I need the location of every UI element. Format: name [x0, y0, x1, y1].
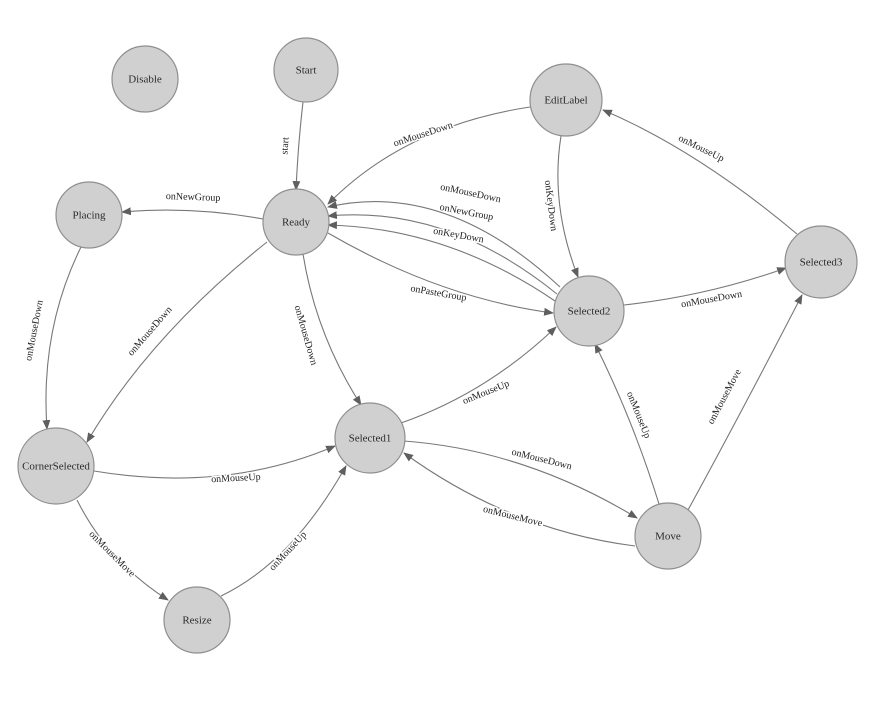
state-label-Selected3: Selected3	[800, 257, 843, 269]
transition-label-Ready-Placing: onNewGroup	[166, 191, 221, 204]
transition-label-Selected2-Ready: onNewGroup	[439, 202, 495, 223]
state-circle-Selected2[interactable]	[553, 275, 625, 347]
transition-Selected2-Selected3	[623, 267, 787, 306]
state-label-CornerSelected: CornerSelected	[22, 461, 90, 473]
transition-Placing-CornerSelected	[42, 246, 82, 430]
state-circle-CornerSelected[interactable]	[17, 427, 95, 505]
state-label-Placing: Placing	[73, 210, 106, 222]
state-node-Selected1[interactable]: Selected1	[334, 402, 406, 474]
transition-EditLabel-Ready	[327, 106, 531, 205]
state-circle-Selected3[interactable]	[784, 225, 858, 299]
transition-Selected1-Selected2	[400, 326, 557, 424]
transition-label-Move-Selected2: onMouseUp	[624, 390, 653, 440]
transition-label-EditLabel-Selected2: onKeyDown	[542, 180, 559, 232]
state-node-CornerSelected[interactable]: CornerSelected	[17, 427, 95, 505]
transition-Selected3-EditLabel	[602, 109, 798, 235]
state-label-Move: Move	[655, 531, 681, 543]
state-circle-Ready[interactable]	[262, 188, 330, 256]
transition-label-Ready-Selected1: onMouseDown	[292, 304, 320, 366]
transition-label-Ready-CornerSelected: onMouseDown	[126, 304, 175, 358]
transition-label-Resize-Selected1: onMouseUp	[267, 529, 309, 573]
transition-label-Move-Selected1: onMouseMove	[482, 504, 544, 529]
transition-EditLabel-Selected2	[557, 135, 579, 278]
state-circle-Placing[interactable]	[55, 181, 123, 249]
state-node-Move[interactable]: Move	[634, 502, 702, 570]
state-node-Selected3[interactable]: Selected3	[784, 225, 858, 299]
transition-label-Selected3-EditLabel: onMouseUp	[676, 133, 725, 165]
transition-Ready-CornerSelected	[86, 241, 268, 443]
transition-label-Selected1-Move: onMouseDown	[510, 447, 573, 473]
transition-label-Start-Ready: start	[279, 137, 291, 155]
transition-label-Selected2-Selected3: onMouseDown	[680, 289, 743, 311]
state-node-Disable[interactable]: Disable	[111, 45, 179, 113]
state-circle-Selected1[interactable]	[334, 402, 406, 474]
transition-CornerSelected-Resize	[76, 499, 169, 601]
transition-label-CornerSelected-Resize: onMouseMove	[86, 529, 137, 580]
transition-Ready-Selected2	[327, 232, 554, 316]
transition-Selected1-Move	[403, 440, 638, 519]
transition-Start-Ready	[292, 101, 304, 191]
state-circle-Move[interactable]	[634, 502, 702, 570]
state-node-Start[interactable]: Start	[273, 37, 339, 103]
state-node-Ready[interactable]: Ready	[262, 188, 330, 256]
transition-label-Ready-Selected2: onPasteGroup	[410, 283, 468, 304]
transition-Resize-Selected1	[220, 465, 347, 597]
state-circle-Disable[interactable]	[111, 45, 179, 113]
transition-label-CornerSelected-Selected1: onMouseUp	[211, 472, 261, 486]
state-node-Placing[interactable]: Placing	[55, 181, 123, 249]
transition-Move-Selected3	[687, 294, 803, 511]
state-circle-Start[interactable]	[273, 37, 339, 103]
transition-label-Selected2-Ready: onKeyDown	[432, 226, 484, 246]
state-node-EditLabel[interactable]: EditLabel	[529, 63, 603, 137]
state-label-Disable: Disable	[128, 74, 162, 86]
state-label-Selected1: Selected1	[349, 433, 392, 445]
state-label-Ready: Ready	[282, 217, 311, 229]
transition-Move-Selected1	[403, 452, 636, 547]
state-circle-Resize[interactable]	[163, 586, 231, 654]
state-node-Selected2[interactable]: Selected2	[553, 275, 625, 347]
transition-Move-Selected2	[594, 343, 660, 505]
state-label-Selected2: Selected2	[568, 306, 611, 318]
transition-CornerSelected-Selected1	[93, 445, 336, 479]
state-label-Start: Start	[296, 65, 317, 77]
transition-label-Selected2-Ready: onMouseDown	[439, 182, 502, 206]
state-circle-EditLabel[interactable]	[529, 63, 603, 137]
transition-label-EditLabel-Ready: onMouseDown	[392, 120, 454, 150]
state-node-Resize[interactable]: Resize	[163, 586, 231, 654]
transition-Ready-Placing	[121, 207, 264, 220]
state-label-Resize: Resize	[182, 615, 211, 627]
transition-label-Placing-CornerSelected: onMouseDown	[23, 299, 46, 362]
transition-Selected2-Ready	[327, 221, 556, 302]
transition-Ready-Selected1	[302, 253, 362, 406]
state-label-EditLabel: EditLabel	[544, 95, 587, 107]
transition-Selected2-Ready	[327, 211, 558, 295]
transition-Selected2-Ready	[327, 201, 561, 288]
